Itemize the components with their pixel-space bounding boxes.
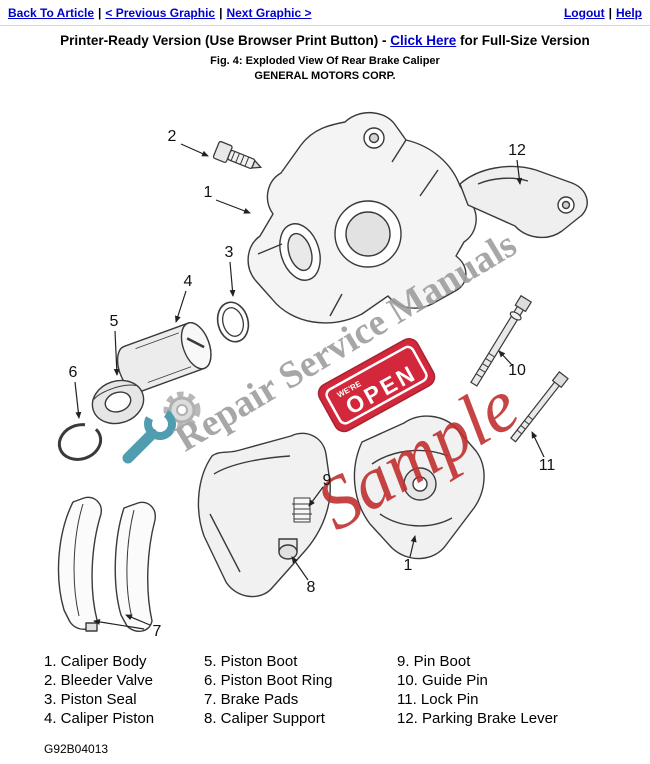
callout-1-lower: 1: [404, 557, 413, 574]
nav-right-group: Logout|Help: [564, 6, 642, 20]
callout-4: 4: [184, 273, 193, 290]
callout-8: 8: [307, 579, 316, 596]
figure-caption: Fig. 4: Exploded View Of Rear Brake Cali…: [210, 55, 440, 67]
callout-6: 6: [69, 364, 78, 381]
legend-item: 12. Parking Brake Lever: [397, 710, 558, 727]
callout-5: 5: [110, 313, 119, 330]
callout-1: 1: [204, 184, 213, 201]
caliper-piston-drawing: [116, 322, 212, 393]
piston-seal-drawing: [216, 301, 250, 343]
nav-left-group: Back To Article|< Previous Graphic|Next …: [8, 6, 312, 20]
nav-separator: |: [98, 6, 102, 20]
exploded-view-diagram: Repair Service Manuals Sample WE'RE OPEN: [57, 111, 588, 640]
legend-item: 9. Pin Boot: [397, 653, 471, 670]
callout-3: 3: [225, 244, 234, 261]
logout-link[interactable]: Logout: [563, 6, 605, 20]
next-graphic-link[interactable]: Next Graphic >: [226, 6, 312, 20]
click-here-link[interactable]: Click Here: [390, 33, 457, 48]
legend-column-3: 9. Pin Boot 10. Guide Pin 11. Lock Pin 1…: [397, 652, 558, 728]
callout-9: 9: [323, 472, 332, 489]
document-code: G92B04013: [44, 742, 109, 756]
lock-pin-drawing: [510, 371, 569, 443]
title-suffix: for Full-Size Version: [456, 33, 590, 48]
callout-2: 2: [168, 128, 177, 145]
manufacturer-name: GENERAL MOTORS CORP.: [254, 70, 396, 82]
previous-graphic-link[interactable]: < Previous Graphic: [105, 6, 216, 20]
callout-10: 10: [508, 362, 526, 379]
piston-boot-ring-drawing: [57, 423, 103, 461]
legend-item: 4. Caliper Piston: [44, 710, 155, 727]
bleeder-valve-drawing: [212, 140, 263, 169]
back-to-article-link[interactable]: Back To Article: [8, 6, 95, 20]
callout-7: 7: [153, 623, 162, 640]
legend-item: 1. Caliper Body: [44, 653, 147, 670]
wrench-icon: [122, 408, 176, 464]
legend-item: 10. Guide Pin: [397, 672, 488, 689]
legend-item: 3. Piston Seal: [44, 691, 137, 708]
legend-column-1: 1. Caliper Body 2. Bleeder Valve 3. Pist…: [44, 652, 204, 728]
caliper-support-drawing: [197, 432, 331, 598]
legend-item: 7. Brake Pads: [204, 691, 299, 708]
legend-item: 11. Lock Pin: [397, 691, 479, 708]
legend-item: 5. Piston Boot: [204, 653, 298, 670]
caliper-lower-drawing: [353, 415, 485, 560]
legend-item: 8. Caliper Support: [204, 710, 325, 727]
help-link[interactable]: Help: [615, 6, 642, 20]
legend-item: 2. Bleeder Valve: [44, 672, 153, 689]
parts-legend: 1. Caliper Body 2. Bleeder Valve 3. Pist…: [0, 652, 650, 728]
legend-column-2: 5. Piston Boot 6. Piston Boot Ring 7. Br…: [204, 652, 397, 728]
page-title: Printer-Ready Version (Use Browser Print…: [0, 33, 650, 48]
title-prefix: Printer-Ready Version (Use Browser Print…: [60, 33, 391, 48]
pin-boot-drawing: [292, 497, 312, 523]
callout-11: 11: [539, 457, 556, 474]
top-navigation: Back To Article|< Previous Graphic|Next …: [0, 0, 650, 26]
caliper-body-drawing: [247, 111, 477, 324]
nav-separator: |: [608, 6, 612, 20]
piston-boot-drawing: [91, 379, 145, 425]
nav-separator: |: [219, 6, 223, 20]
callout-12: 12: [508, 142, 526, 159]
parking-brake-lever-drawing: [459, 165, 588, 239]
diagram-callouts: 2 1 12 3 4 5 6 7 9 8 10 11 1: [69, 128, 556, 640]
brake-pads-drawing: [57, 496, 156, 632]
guide-pin-drawing: [470, 294, 533, 387]
legend-item: 6. Piston Boot Ring: [204, 672, 333, 689]
gear-icon: [163, 391, 201, 429]
